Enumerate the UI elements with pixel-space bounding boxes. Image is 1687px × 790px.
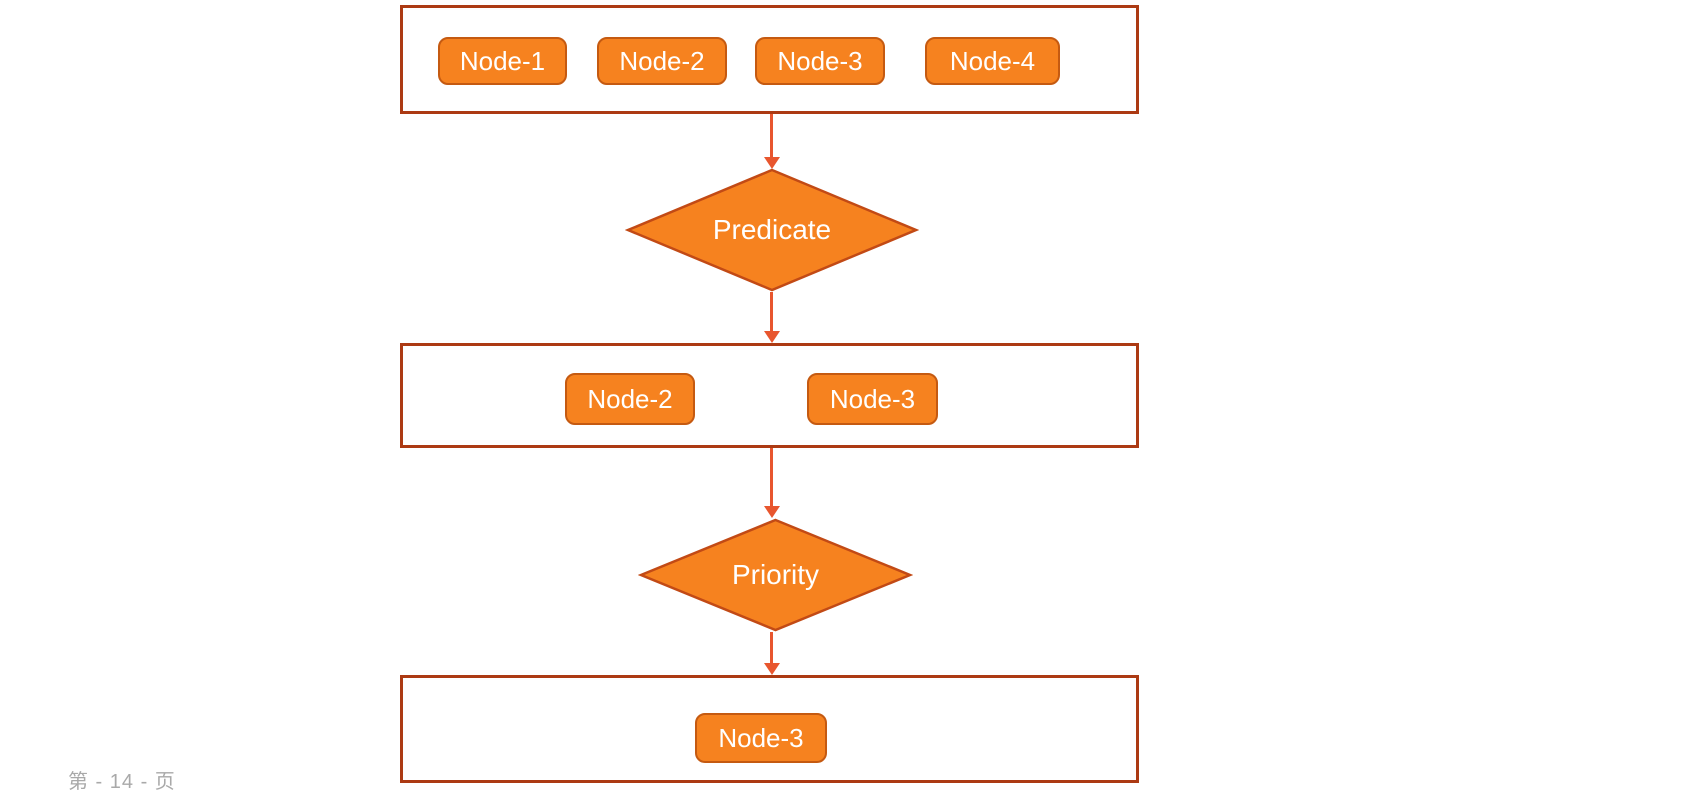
flow-arrow-3 <box>770 448 773 506</box>
priority-diamond-label: Priority <box>731 559 820 590</box>
top-node-1[interactable]: Node-1 <box>438 37 567 85</box>
bottom-node-3[interactable]: Node-3 <box>695 713 827 763</box>
middle-node-2[interactable]: Node-2 <box>565 373 695 425</box>
flow-arrow-1 <box>770 114 773 157</box>
group-box-middle <box>400 343 1139 448</box>
predicate-diamond-label: Predicate <box>712 214 832 245</box>
top-node-4[interactable]: Node-4 <box>925 37 1060 85</box>
top-node-2[interactable]: Node-2 <box>597 37 727 85</box>
flow-arrow-2 <box>770 292 773 331</box>
middle-node-3[interactable]: Node-3 <box>807 373 938 425</box>
page-number-label: 第 - 14 - 页 <box>68 771 176 790</box>
diamond-shape <box>625 168 919 292</box>
predicate-diamond[interactable]: Predicate <box>625 168 919 292</box>
priority-diamond[interactable]: Priority <box>638 518 913 632</box>
diamond-shape <box>638 518 913 632</box>
top-node-3[interactable]: Node-3 <box>755 37 885 85</box>
flow-arrow-4 <box>770 632 773 663</box>
